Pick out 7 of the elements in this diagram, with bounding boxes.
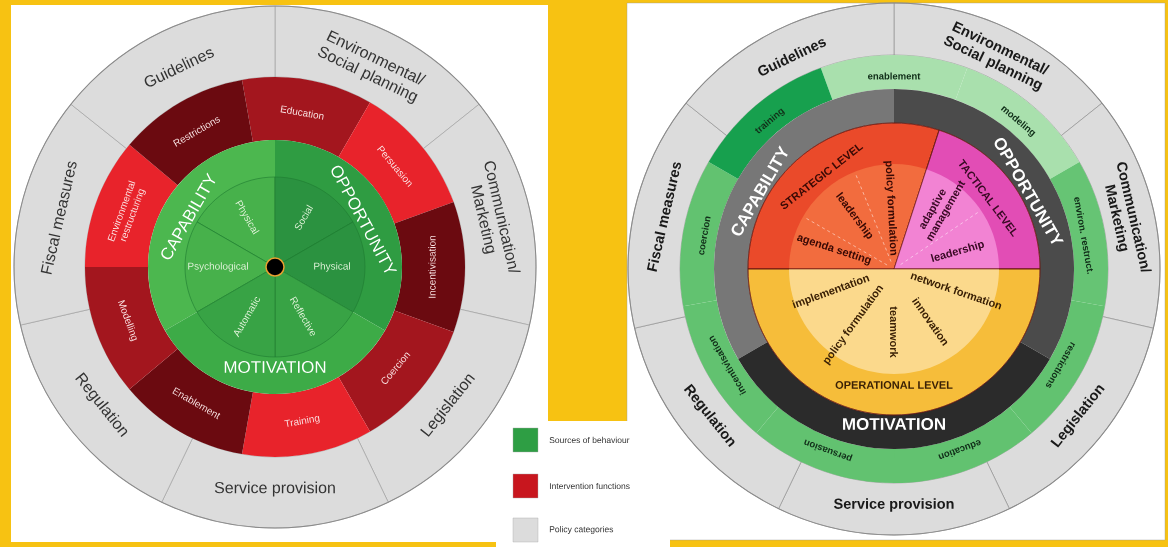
intervention-segment: Training (242, 377, 370, 457)
intervention-segment: enablement (820, 55, 968, 100)
policy-category-segment: Service provision (161, 437, 389, 529)
legend-text: Sources of behaviour (549, 436, 630, 444)
legend-text: Policy categories (549, 526, 614, 534)
legend-text: Intervention functions (550, 482, 630, 490)
policy-category-segment: Service provision (778, 461, 1010, 536)
